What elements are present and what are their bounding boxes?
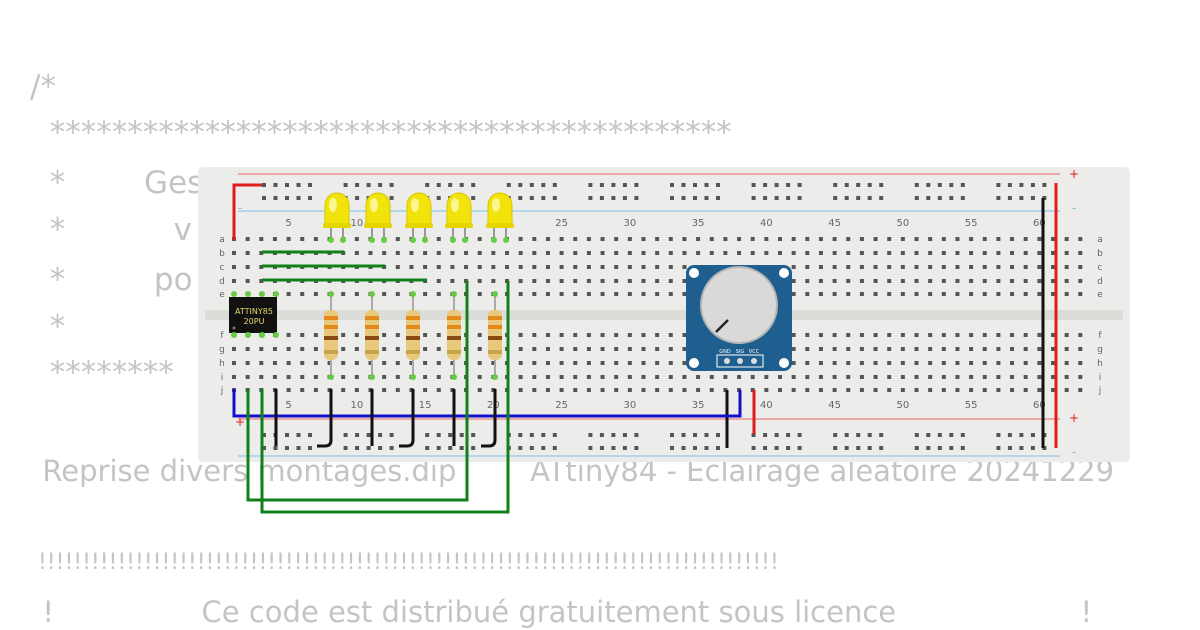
potentiometer-indicator — [715, 319, 729, 333]
potentiometer-module: GND SIG VCC — [686, 265, 792, 371]
code-line-blank-asterisk: * — [30, 309, 66, 345]
yellow-led — [405, 192, 433, 243]
column-number-bottom: 25 — [555, 400, 568, 411]
rail-plus-label: + — [235, 415, 245, 429]
resistor — [447, 291, 461, 380]
row-letter-left: a — [219, 235, 225, 245]
column-number-top: 5 — [285, 218, 291, 229]
wire-green-long-2 — [260, 281, 510, 514]
column-number-bottom: 5 — [285, 400, 291, 411]
row-letter-right: d — [1097, 277, 1103, 287]
rail-minus-label: - — [238, 201, 242, 215]
column-number-top: 10 — [350, 218, 363, 229]
wire-black-resistor-ground — [399, 389, 415, 448]
wire-blue-pot-signal — [232, 389, 742, 418]
row-letter-right: b — [1097, 249, 1103, 259]
row-letter-left: g — [219, 345, 225, 355]
resistor — [488, 291, 502, 380]
resistor — [365, 291, 379, 380]
rail-minus-label: - — [1072, 201, 1076, 215]
row-letter-right: a — [1097, 235, 1103, 245]
code-line-asterisk-border: ****************************************… — [30, 115, 732, 151]
row-letter-left: b — [219, 249, 225, 259]
row-letter-right: e — [1097, 290, 1103, 300]
pot-pin-gnd: GND — [719, 349, 731, 355]
rail-plus-label: + — [1069, 167, 1079, 181]
column-number-bottom: 55 — [965, 400, 978, 411]
column-number-bottom: 50 — [896, 400, 909, 411]
column-number-bottom: 15 — [419, 400, 432, 411]
row-letter-left: d — [219, 277, 225, 287]
code-line-comment-open: /* — [30, 69, 56, 105]
center-channel — [205, 310, 1123, 320]
resistor — [406, 291, 420, 380]
potentiometer-knob — [700, 266, 778, 344]
chip-label-line2: 20PU — [244, 317, 265, 326]
column-number-bottom: 45 — [828, 400, 841, 411]
code-line-title: * Ges — [30, 165, 204, 201]
row-letter-right: h — [1097, 359, 1103, 369]
column-number-bottom: 10 — [350, 400, 363, 411]
column-number-bottom: 35 — [692, 400, 705, 411]
column-number-top: 55 — [965, 218, 978, 229]
wire-black-resistor-ground — [317, 389, 333, 448]
code-line-version: * v — [30, 212, 192, 248]
column-number-bottom: 30 — [623, 400, 636, 411]
column-number-top: 45 — [828, 218, 841, 229]
attiny85-chip: ATTINY85 20PU — [229, 297, 277, 333]
wire-red-top-left — [232, 183, 262, 240]
column-number-top: 60 — [1033, 218, 1046, 229]
code-line-license: ! Ce code est distribué gratuitement sou… — [24, 595, 1093, 629]
pot-pin-sig: SIG — [736, 349, 745, 355]
resistor — [324, 291, 338, 380]
wire-black-resistor-ground — [481, 389, 497, 448]
row-letter-left: j — [220, 386, 224, 396]
column-number-bottom: 60 — [1033, 400, 1046, 411]
rail-plus-label: + — [1069, 411, 1079, 425]
row-letter-left: h — [219, 359, 225, 369]
column-number-top: 35 — [692, 218, 705, 229]
row-letter-right: j — [1098, 386, 1102, 396]
row-letter-right: g — [1097, 345, 1103, 355]
column-number-top: 30 — [623, 218, 636, 229]
pot-pin-vcc: VCC — [749, 349, 760, 355]
yellow-led — [323, 192, 351, 243]
chip-label-line1: ATTINY85 — [235, 307, 273, 316]
row-letter-left: c — [220, 263, 225, 273]
column-number-bottom: 20 — [487, 400, 500, 411]
yellow-led — [486, 192, 514, 243]
rail-minus-label: - — [1072, 445, 1076, 459]
row-letter-right: i — [1099, 373, 1102, 383]
column-number-top: 50 — [896, 218, 909, 229]
column-number-bottom: 40 — [760, 400, 773, 411]
row-letter-left: f — [220, 331, 224, 341]
column-number-top: 40 — [760, 218, 773, 229]
row-letter-right: c — [1098, 263, 1103, 273]
row-letter-right: f — [1098, 331, 1102, 341]
yellow-led — [364, 192, 392, 243]
code-line-asterisk-close: ******** — [30, 355, 174, 391]
row-letter-left: e — [219, 290, 225, 300]
wire-green-long-1 — [246, 281, 469, 502]
yellow-led — [445, 192, 473, 243]
row-letter-left: i — [221, 373, 224, 383]
code-line-exclamation-border: !!!!!!!!!!!!!!!!!!!!!!!!!!!!!!!!!!!!!!!!… — [24, 550, 779, 575]
column-number-top: 25 — [555, 218, 568, 229]
code-line-purpose: * po — [30, 262, 193, 298]
